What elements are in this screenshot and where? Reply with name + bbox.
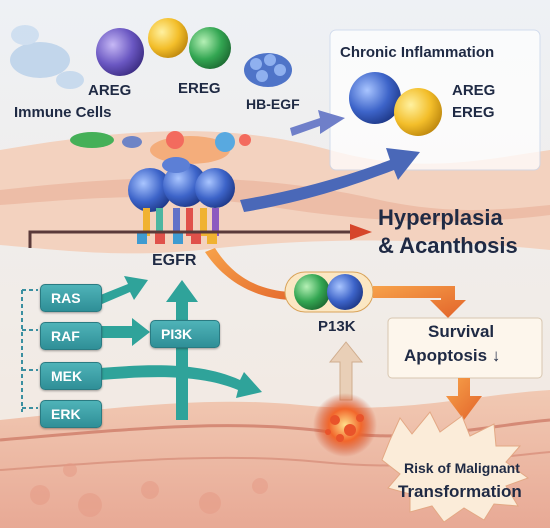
p13k-label: P13K <box>318 318 356 335</box>
risk-label: Risk of Malignant <box>404 460 520 476</box>
cascade-item-ras: RAS <box>40 284 102 312</box>
acanthosis-label: & Acanthosis <box>378 233 518 258</box>
apoptosis-label: Apoptosis ↓ <box>404 346 500 366</box>
hb-egf-label: HB-EGF <box>246 96 300 112</box>
cascade-item-erk: ERK <box>40 400 102 428</box>
hyperplasia-label: Hyperplasia <box>378 205 503 230</box>
chronic-inflammation-title: Chronic Inflammation <box>340 44 495 61</box>
down-arrow-icon: ↓ <box>491 346 501 365</box>
immune-cells-label: Immune Cells <box>14 104 112 121</box>
pi3k-box: PI3K <box>150 320 220 348</box>
transformation-label: Transformation <box>398 482 522 501</box>
cascade-item-mek: MEK <box>40 362 102 390</box>
areg-top-label: AREG <box>88 82 132 99</box>
ereg-top-label: EREG <box>178 80 221 97</box>
ereg-right-label: EREG <box>452 104 495 121</box>
areg-right-label: AREG <box>452 82 496 99</box>
egfr-label: EGFR <box>152 252 197 269</box>
survival-label: Survival <box>428 322 495 341</box>
cascade-item-raf: RAF <box>40 322 102 350</box>
apoptosis-text: Apoptosis <box>404 346 488 365</box>
